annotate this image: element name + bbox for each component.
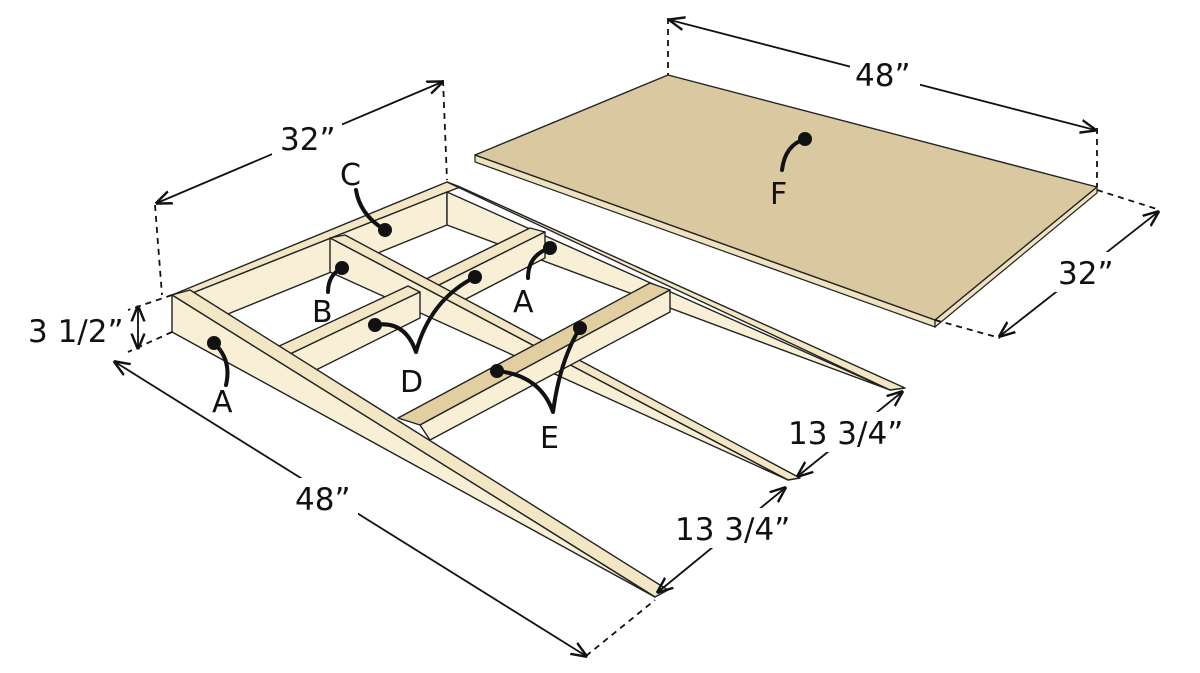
dimension-labels: 32” 3 1/2” 48” 13 3/4” 13 3/4” 48” 32” bbox=[28, 50, 1125, 548]
label-e: E bbox=[540, 421, 559, 456]
ramp-spacing-label-2: 13 3/4” bbox=[788, 416, 903, 452]
label-c: C bbox=[340, 158, 361, 193]
label-b: B bbox=[312, 295, 333, 330]
panel-length-label: 48” bbox=[855, 58, 911, 94]
label-a-front: A bbox=[212, 385, 233, 420]
frame-height-label: 3 1/2” bbox=[28, 314, 124, 350]
ramp-spacing-label-1: 13 3/4” bbox=[675, 512, 790, 548]
frame-width-label: 32” bbox=[280, 122, 336, 158]
part-callouts: A B C D A E F bbox=[207, 132, 812, 456]
frame-length-label: 48” bbox=[295, 482, 351, 518]
label-d: D bbox=[400, 365, 423, 400]
panel-width-label: 32” bbox=[1058, 256, 1114, 292]
label-f: F bbox=[770, 177, 787, 212]
label-a-middle: A bbox=[513, 285, 534, 320]
